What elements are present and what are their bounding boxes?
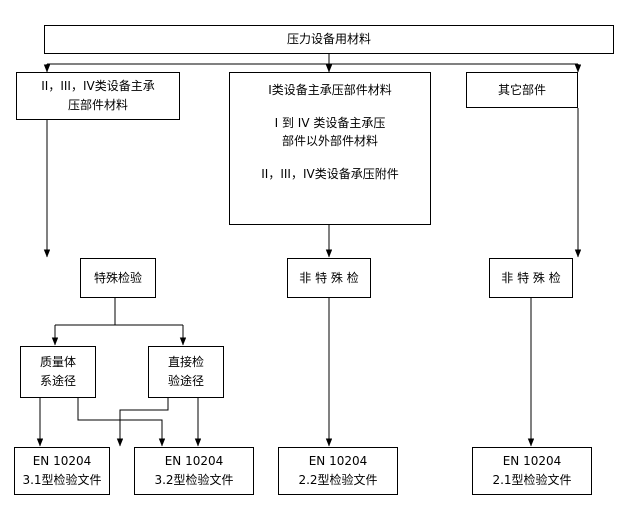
node-line: 3.1型检验文件	[22, 473, 102, 487]
node-line: 其它部件	[497, 82, 546, 97]
node-line: 部件以外部件材料	[281, 134, 378, 149]
node-line: EN 10204	[32, 454, 92, 469]
node-level3-non-special-inspection-c: 非 特 殊 检	[489, 258, 573, 298]
node-line: 2.1型检验文件	[492, 473, 572, 487]
node-line: I类设备主承压部件材料	[268, 83, 392, 97]
node-line: 非 特 殊 检	[501, 270, 561, 285]
node-level3-non-special-inspection-b: 非 特 殊 检	[287, 258, 371, 298]
node-line: 直接检	[167, 355, 204, 370]
node-level3-special-inspection: 特殊检验	[80, 258, 156, 298]
node-title: 压力设备用材料	[44, 25, 614, 54]
node-level4-quality-system-route: 质量体 系途径	[20, 346, 96, 398]
node-line: EN 10204	[164, 454, 224, 469]
edge-l4a-to-l5b	[77, 398, 166, 447]
node-level5-en10204-2-1: EN 10204 2.1型检验文件	[472, 447, 592, 495]
node-line: 验途径	[167, 374, 204, 388]
node-line: 3.2型检验文件	[154, 473, 234, 487]
node-line: 非 特 殊 检	[299, 270, 359, 285]
node-level5-en10204-3-2: EN 10204 3.2型检验文件	[134, 447, 254, 495]
node-line: EN 10204	[308, 454, 368, 469]
node-line: II，III，IV类设备承压附件	[261, 166, 399, 181]
node-level2-other-parts: 其它部件	[466, 72, 578, 108]
node-line: 特殊检验	[93, 270, 142, 285]
node-level2-class1-and-other-materials: I类设备主承压部件材料 I 到 IV 类设备主承压 部件以外部件材料 II，II…	[229, 72, 431, 225]
node-title-line-0: 压力设备用材料	[286, 32, 371, 47]
node-line: II，III，IV类设备主承	[41, 79, 155, 94]
node-line: 压部件材料	[67, 98, 128, 112]
node-level2-class234-main-pressure-parts: II，III，IV类设备主承 压部件材料	[16, 72, 180, 120]
node-level4-direct-inspection-route: 直接检 验途径	[148, 346, 224, 398]
node-line: 2.2型检验文件	[298, 473, 378, 487]
node-line: EN 10204	[502, 454, 562, 469]
node-line: 质量体	[39, 355, 76, 370]
node-line: 系途径	[39, 374, 76, 388]
edge-l4b-to-l5a	[116, 398, 169, 447]
node-level5-en10204-3-1: EN 10204 3.1型检验文件	[14, 447, 110, 495]
node-level5-en10204-2-2: EN 10204 2.2型检验文件	[278, 447, 398, 495]
node-line: I 到 IV 类设备主承压	[274, 115, 386, 130]
